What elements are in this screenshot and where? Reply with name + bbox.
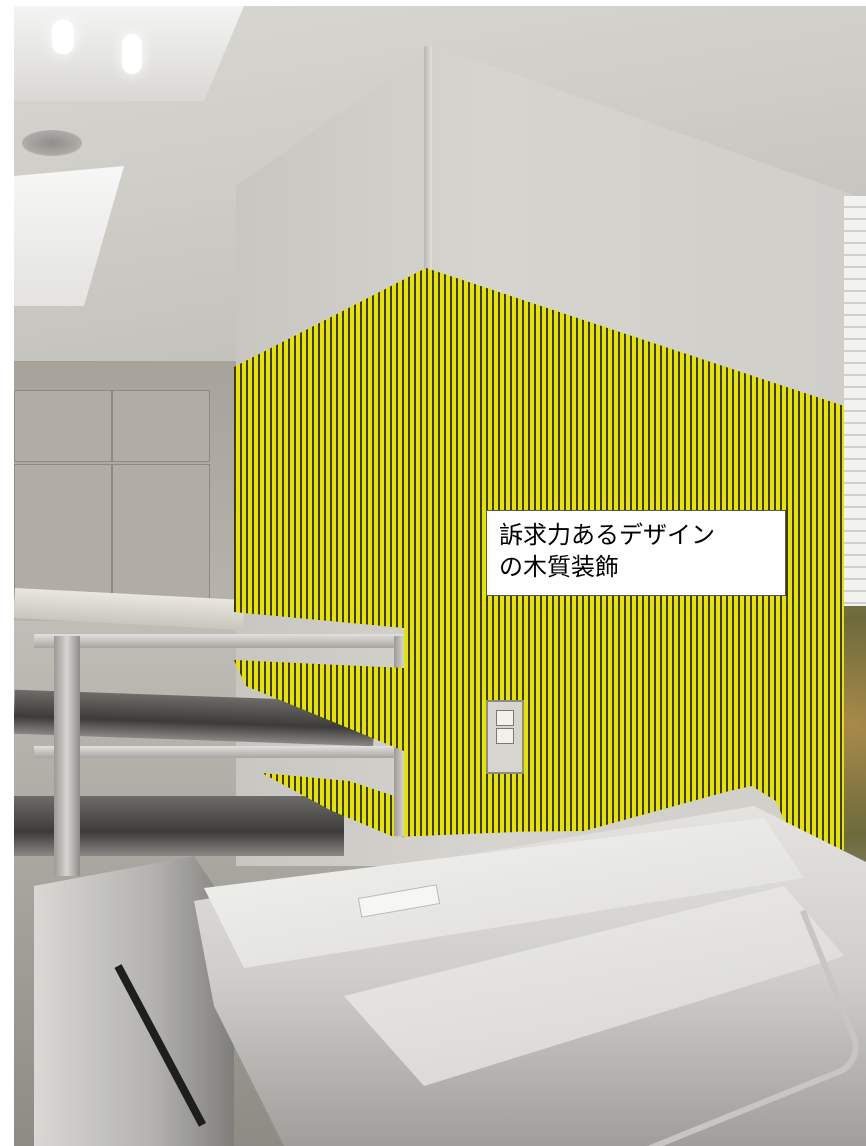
outlet-switch	[496, 728, 514, 744]
annotation-line-1: 訴求力あるデザイン	[499, 521, 715, 549]
shelf-board	[34, 746, 414, 758]
light-tube-left	[52, 20, 74, 54]
cabinet-door	[112, 390, 210, 462]
shelf-board	[34, 634, 414, 648]
shelf-post	[54, 636, 80, 876]
annotation-line-2: の木質装飾	[499, 553, 619, 581]
ceiling-vent	[22, 130, 82, 156]
cabinet-door	[14, 464, 112, 606]
annotation-callout: 訴求力あるデザイン の木質装飾	[486, 510, 786, 596]
cabinet-door	[112, 464, 210, 606]
cabinet-door	[14, 390, 112, 462]
wall-outlet	[486, 700, 524, 774]
light-tube-right	[122, 34, 142, 74]
outlet-switch	[496, 710, 514, 726]
